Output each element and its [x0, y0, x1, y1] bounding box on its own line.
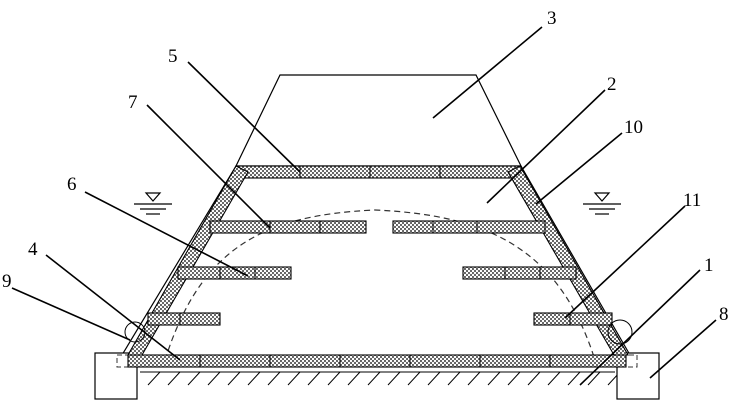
- strip-right-middle: [462, 266, 577, 280]
- geogrid-bottom: [127, 354, 627, 368]
- joint-right-circle: [607, 319, 633, 345]
- hatch-mark: [387, 371, 401, 386]
- callout-8: 8: [719, 304, 729, 325]
- geogrid-left-slope: [127, 165, 249, 356]
- water-level-left-icon: [134, 192, 172, 215]
- geogrid-top: [235, 165, 521, 179]
- strip-left-middle: [177, 266, 292, 280]
- strip-right-upper: [392, 220, 546, 234]
- hatch-mark: [327, 371, 341, 386]
- water-level-right-icon: [583, 192, 621, 215]
- hatch-mark: [347, 371, 361, 386]
- hatch-mark: [287, 371, 301, 386]
- embankment-outline: [121, 165, 631, 356]
- hatch-mark: [507, 371, 521, 386]
- hatch-mark: [147, 371, 161, 386]
- leader-lines: [11, 26, 717, 386]
- callout-10: 10: [624, 117, 643, 138]
- hatch-mark: [447, 371, 461, 386]
- hatch-mark: [467, 371, 481, 386]
- callout-2: 2: [607, 74, 617, 95]
- hatch-mark: [367, 371, 381, 386]
- hatch-mark: [407, 371, 421, 386]
- hatch-mark: [567, 371, 581, 386]
- crest-fill-body: [235, 74, 522, 167]
- hatch-mark: [307, 371, 321, 386]
- hatch-mark: [587, 371, 601, 386]
- hatch-mark: [167, 371, 181, 386]
- callout-3: 3: [547, 8, 557, 29]
- hatch-mark: [527, 371, 541, 386]
- callout-11: 11: [683, 190, 701, 211]
- strip-left-lower: [147, 312, 221, 326]
- strip-left-upper: [209, 220, 367, 234]
- callout-9: 9: [2, 271, 12, 292]
- hatch-mark: [267, 371, 281, 386]
- hatch-mark: [487, 371, 501, 386]
- strip-right-lower: [533, 312, 613, 326]
- hatch-mark: [247, 371, 261, 386]
- hatch-mark: [427, 371, 441, 386]
- callout-5: 5: [168, 46, 178, 67]
- segment-dividers: [179, 166, 571, 367]
- callout-6: 6: [67, 174, 77, 195]
- hatch-mark: [227, 371, 241, 386]
- callout-7: 7: [128, 92, 138, 113]
- geogrid-right-slope: [507, 165, 629, 356]
- hatch-mark: [207, 371, 221, 386]
- hatch-mark: [547, 371, 561, 386]
- callout-1: 1: [704, 255, 714, 276]
- callout-4: 4: [28, 239, 38, 260]
- hatch-mark: [187, 371, 201, 386]
